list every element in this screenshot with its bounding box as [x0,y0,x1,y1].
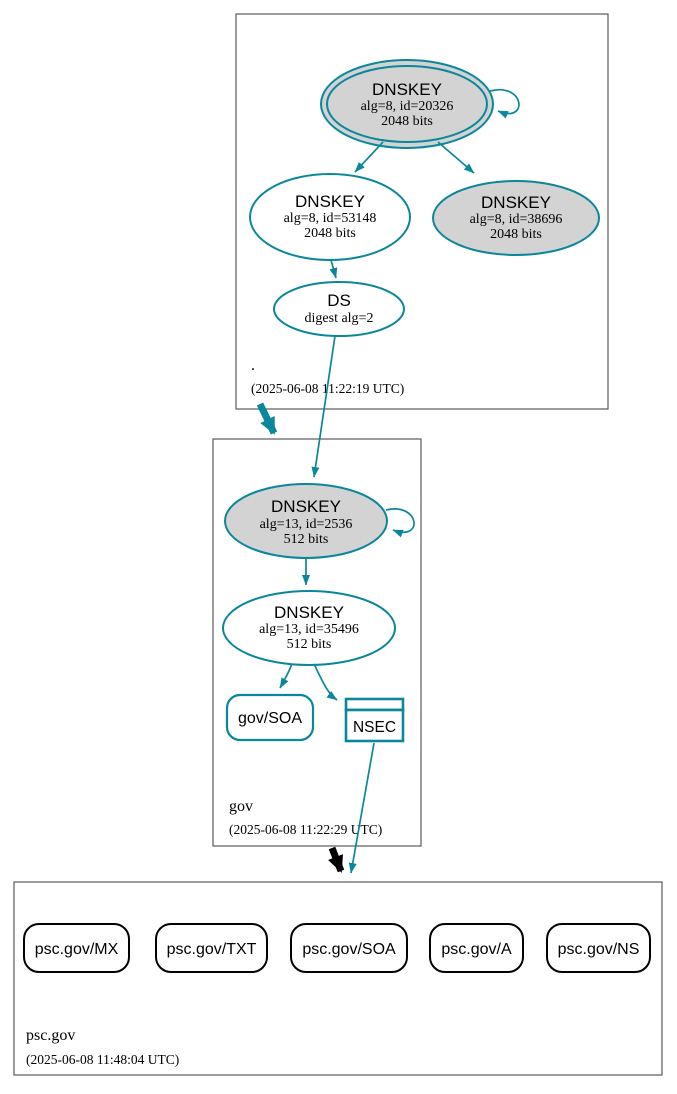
gov-nsec-label: NSEC [353,719,396,736]
gov-zone-box [212,438,422,847]
gov-soa-label: gov/SOA [238,710,302,727]
root-zsk-dnskey-node[interactable]: DNSKEY alg=8, id=53148 2048 bits [249,173,411,261]
gov-ksk-title: DNSKEY [271,497,341,516]
psc-record-a-label: psc.gov/A [441,941,512,958]
root-zone-label: . [251,357,255,374]
edge-gov-to-psc-delegation [328,846,345,873]
edge-ds-to-gov-ksk [311,335,336,478]
root-key38696-title: DNSKEY [481,193,551,212]
root-key38696-bits: 2048 bits [490,227,542,242]
psc-record-txt-label: psc.gov/TXT [167,941,257,958]
gov-zsk-dnskey-node[interactable]: DNSKEY alg=13, id=35496 512 bits [222,590,396,666]
psc-zone-timestamp: (2025-06-08 11:48:04 UTC) [26,1052,179,1067]
gov-zsk-bits: 512 bits [287,637,332,652]
gov-nsec-node[interactable]: NSEC [344,697,405,743]
psc-record-ns-node[interactable]: psc.gov/NS [546,923,651,973]
edge-root-ksk-selfsign [489,88,520,119]
root-ksk-title: DNSKEY [372,80,442,99]
root-ksk-dnskey-node[interactable]: DNSKEY alg=8, id=20326 2048 bits [320,59,494,149]
root-ksk-detail: alg=8, id=20326 [361,99,454,114]
ds-title: DS [327,291,351,310]
gov-zone-timestamp: (2025-06-08 11:22:29 UTC) [229,822,382,837]
root-dnskey-38696-node[interactable]: DNSKEY alg=8, id=38696 2048 bits [432,180,600,256]
root-zsk-detail: alg=8, id=53148 [284,211,377,226]
root-zone-box [235,13,609,410]
gov-ksk-bits: 512 bits [284,532,329,547]
edge-gov-zsk-to-nsec [313,663,338,701]
psc-zone-label: psc.gov [26,1027,75,1044]
gov-zsk-title: DNSKEY [274,603,344,622]
edge-gov-zsk-to-soa [279,663,293,689]
psc-record-soa-label: psc.gov/SOA [302,941,396,958]
root-zsk-bits: 2048 bits [304,226,356,241]
gov-zsk-detail: alg=13, id=35496 [259,622,359,637]
psc-record-a-node[interactable]: psc.gov/A [429,923,524,973]
gov-zone-label: gov [229,798,253,815]
edge-root-ksk-to-zsk [354,141,384,173]
edge-gov-ksk-selfsign [385,508,415,538]
psc-record-txt-node[interactable]: psc.gov/TXT [155,923,268,973]
edge-nsec-to-psc [348,742,375,874]
ds-detail: digest alg=2 [305,311,374,326]
edge-root-ksk-to-key38696 [437,141,475,174]
root-ds-node[interactable]: DS digest alg=2 [273,281,405,337]
root-key38696-detail: alg=8, id=38696 [470,212,563,227]
psc-record-ns-label: psc.gov/NS [558,941,640,958]
edge-root-zsk-to-ds [329,259,338,279]
psc-zone-box [13,881,663,1076]
root-zsk-title: DNSKEY [295,192,365,211]
psc-record-mx-node[interactable]: psc.gov/MX [23,923,130,973]
gov-ksk-dnskey-node[interactable]: DNSKEY alg=13, id=2536 512 bits [224,483,388,559]
gov-soa-node[interactable]: gov/SOA [225,693,315,742]
psc-record-mx-label: psc.gov/MX [35,941,119,958]
edge-root-to-gov-delegation [256,402,278,435]
psc-record-soa-node[interactable]: psc.gov/SOA [290,923,408,973]
gov-ksk-detail: alg=13, id=2536 [260,517,353,532]
root-ksk-bits: 2048 bits [381,114,433,129]
